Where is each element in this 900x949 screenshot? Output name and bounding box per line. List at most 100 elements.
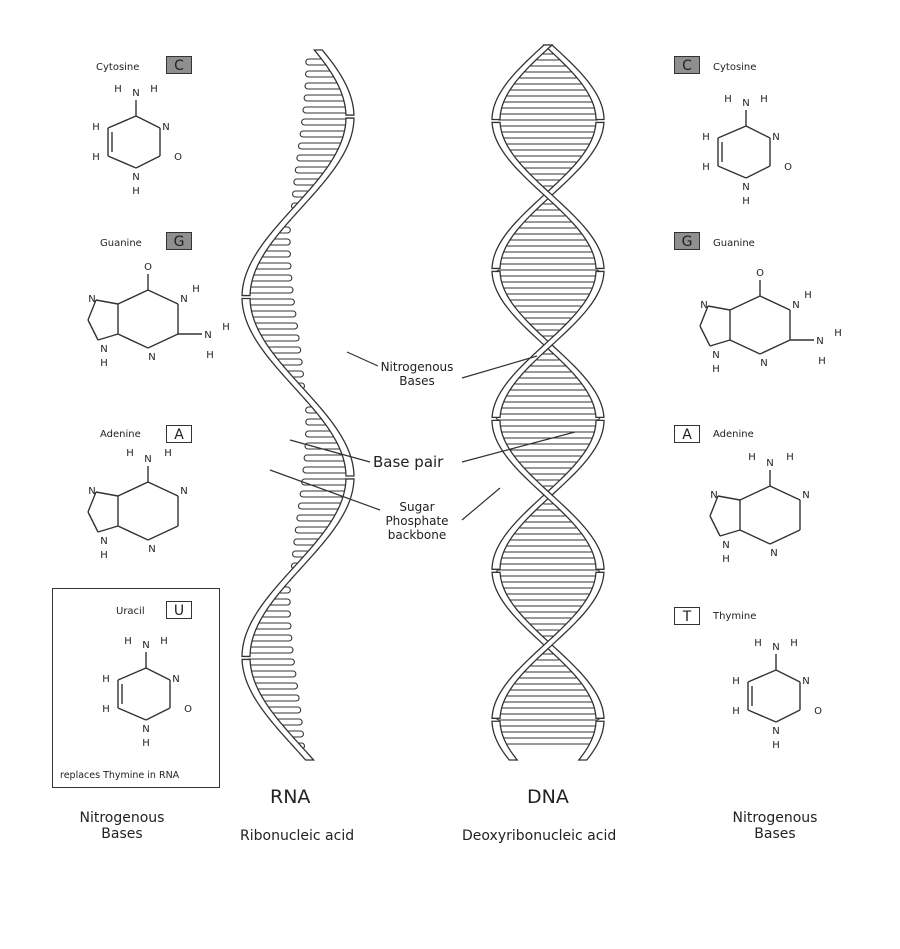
right-thymine-h-atom: H (772, 740, 780, 751)
left-adenine-n-atom: N (88, 486, 95, 497)
left-uracil-n-atom: N (142, 640, 149, 651)
rna-base-rung (301, 118, 351, 126)
right-adenine-n-atom: N (766, 458, 773, 469)
right-adenine-ring-bond (739, 485, 771, 501)
left-adenine-letter-box: A (166, 425, 192, 443)
dna-base-rung (503, 293, 593, 301)
right-guanine-ring-bond (729, 339, 761, 355)
left-cytosine-h-atom: H (92, 122, 100, 133)
left-guanine-letter-box: G (166, 232, 192, 250)
right-thymine-h-atom: H (754, 638, 762, 649)
right-thymine-n-atom: N (772, 726, 779, 737)
right-guanine-ring-bond (707, 305, 731, 311)
right-guanine-n-atom: N (712, 350, 719, 361)
left-guanine-n-atom: N (148, 352, 155, 363)
dna-base-rung (500, 737, 596, 745)
dna-backbone-strand (491, 270, 605, 419)
right-cytosine-n-atom: N (742, 98, 749, 109)
left-adenine-ring-bond (147, 481, 179, 497)
right-cytosine-ring-bond (717, 125, 747, 139)
leader-sugar-dna (461, 487, 501, 521)
dna-base-rung (507, 233, 589, 241)
right-cytosine-label: Cytosine (713, 62, 757, 73)
rna-base-rung (245, 646, 294, 654)
callout-sugar-phosphate: Sugar Phosphate backbone (372, 500, 462, 542)
rna-backbone-strand (241, 478, 355, 658)
dna-base-rung (522, 65, 574, 73)
right-cytosine-n-atom: N (742, 182, 749, 193)
right-guanine-letter-box: G (674, 232, 700, 250)
right-cytosine-letter-box: C (674, 56, 700, 74)
uracil-note: replaces Thymine in RNA (60, 770, 180, 781)
rna-base-rung (303, 94, 348, 102)
left-cytosine-ring-bond (107, 155, 137, 169)
right-adenine-n-atom: N (710, 490, 717, 501)
dna-base-rung (511, 605, 585, 613)
dna-base-rung (500, 545, 596, 553)
right-cytosine-ring-bond (717, 165, 747, 179)
right-cytosine-h-atom: H (702, 132, 710, 143)
rna-base-rung (251, 322, 299, 330)
left-cytosine-label: Cytosine (96, 62, 140, 73)
right-thymine-h-atom: H (790, 638, 798, 649)
right-adenine-h-atom: H (786, 452, 794, 463)
dna-base-rung (500, 137, 596, 145)
rna-base-rung (303, 454, 348, 462)
left-guanine-h-atom: H (192, 284, 200, 295)
left-uracil-ring-bond (145, 707, 171, 721)
rna-base-rung (258, 694, 300, 702)
dna-base-rung (496, 557, 600, 565)
right-guanine-ring-bond (729, 295, 761, 311)
dna-helix (491, 44, 605, 761)
right-thymine-h-atom: H (732, 676, 740, 687)
dna-base-rung (516, 221, 580, 229)
dna-backbone-strand (491, 571, 605, 719)
dna-base-rung (495, 569, 601, 577)
left-cytosine-o-atom: O (174, 152, 182, 163)
leader-basepair-rna (289, 439, 371, 463)
leader-sugar-rna (269, 469, 381, 511)
right-guanine-o-atom: O (756, 268, 764, 279)
uracil-frame (52, 588, 220, 788)
leader-nitro-rna (346, 351, 379, 367)
right-guanine-ring-bond (759, 295, 791, 311)
callout-nitro-line2: Bases (399, 374, 435, 388)
right-guanine-n-atom: N (760, 358, 767, 369)
dna-base-rung (503, 389, 593, 397)
dna-base-rung (511, 677, 585, 685)
dna-base-rung (503, 593, 593, 601)
dna-base-rung (495, 113, 601, 121)
left-cytosine-h-atom: H (132, 186, 140, 197)
dna-base-rung (495, 413, 601, 421)
dna-base-rung (497, 581, 599, 589)
dna-backbone-strand (491, 44, 554, 121)
dna-base-rung (496, 425, 600, 433)
dna-base-rung (497, 701, 599, 709)
left-adenine-h-atom: H (100, 550, 108, 561)
left-adenine-n-atom: N (180, 486, 187, 497)
callout-leaders (269, 351, 576, 521)
right-guanine-n-atom: N (792, 300, 799, 311)
left-uracil-h-atom: H (102, 704, 110, 715)
rna-base-rung (258, 334, 300, 342)
rna-base-rung (245, 298, 295, 306)
right-adenine-n-atom: N (722, 540, 729, 551)
dna-base-rung (497, 101, 599, 109)
dna-base-rung (522, 617, 574, 625)
dna-base-rung (503, 689, 593, 697)
dna-base-rung (496, 125, 600, 133)
rna-base-rung (245, 286, 294, 294)
dna-base-rung (495, 713, 601, 721)
right-guanine-h-atom: H (712, 364, 720, 375)
left-guanine-ring-bond (87, 299, 97, 321)
right-caption-line1: Nitrogenous (732, 810, 818, 826)
right-thymine-ring-bond (747, 709, 777, 723)
right-thymine-ring-bond (775, 669, 801, 683)
right-adenine-h-atom: H (748, 452, 756, 463)
left-guanine-ring-bond (117, 333, 149, 349)
left-guanine-ring-bond (117, 289, 149, 305)
callout-nitrogenous-bases: Nitrogenous Bases (372, 360, 462, 388)
left-uracil-ring-bond (117, 667, 147, 681)
right-adenine-ring-bond (709, 495, 719, 517)
